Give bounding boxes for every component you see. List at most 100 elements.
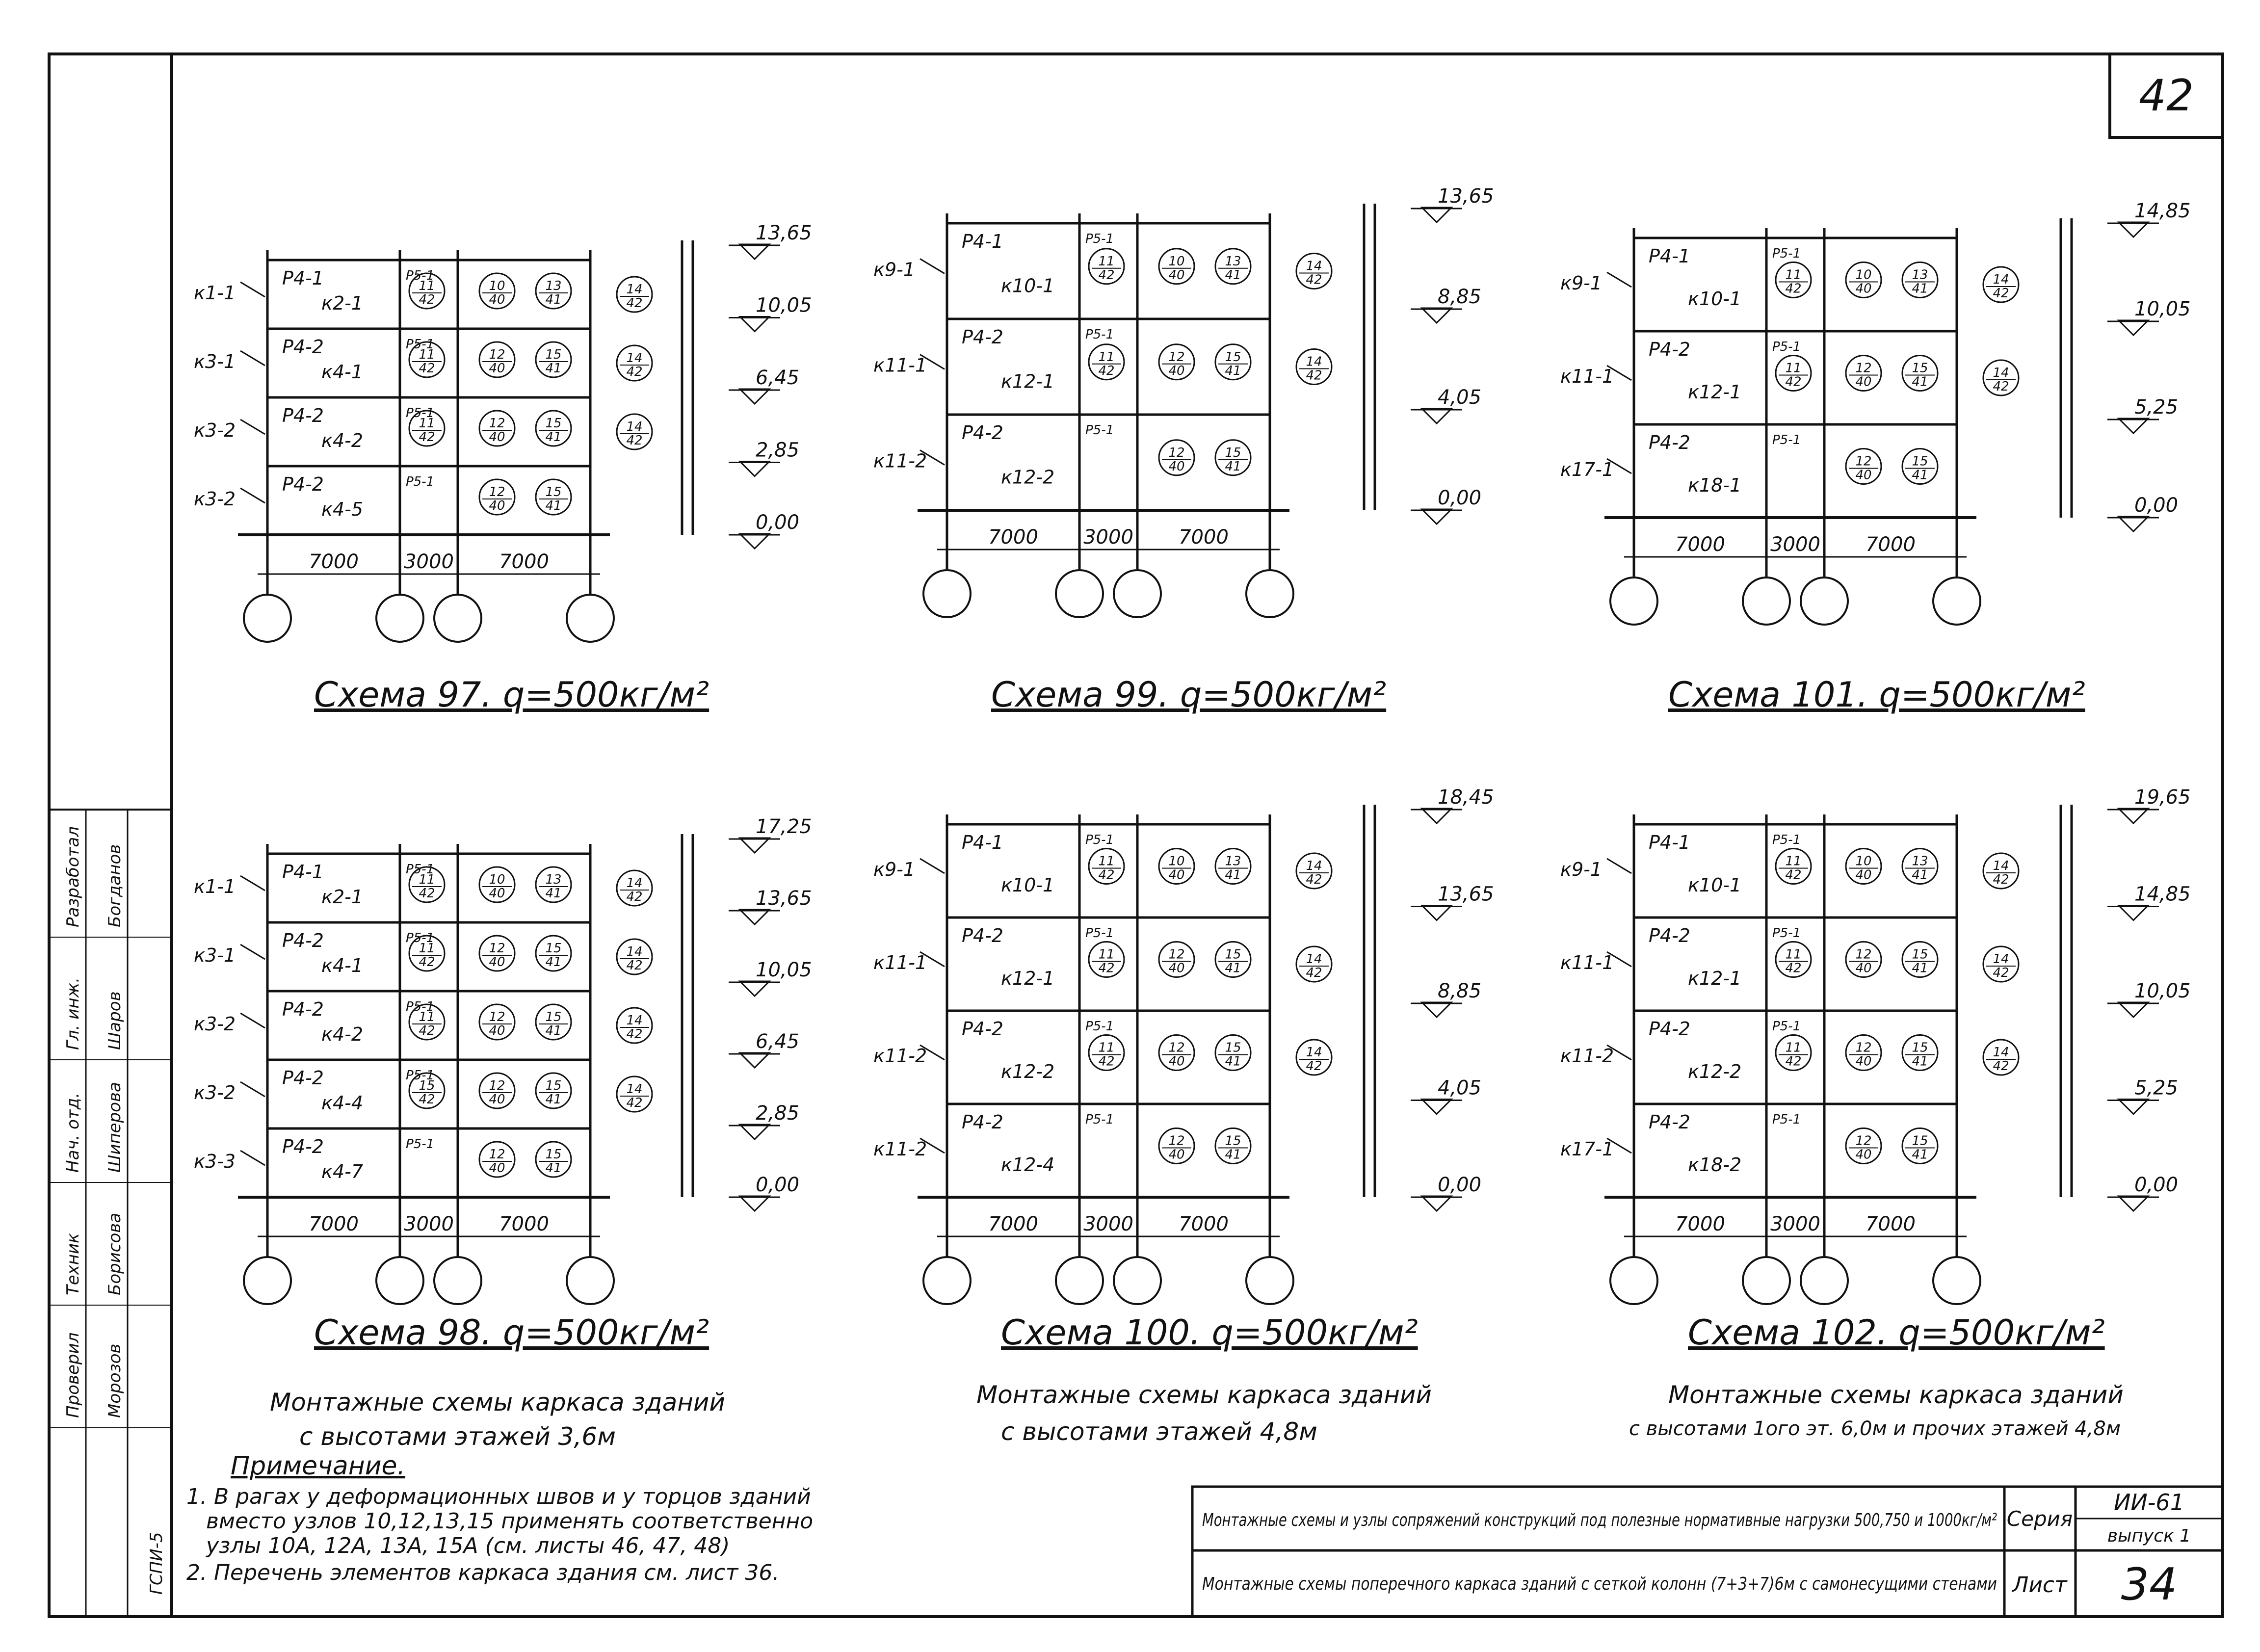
node-sheet: 42 <box>1993 379 2009 394</box>
node-number: 11 <box>1785 361 1801 376</box>
node-callout-circle <box>535 1003 572 1041</box>
column-element-mark: к12-4 <box>1001 1154 1054 1176</box>
node-number: 10 <box>489 872 505 887</box>
node-sheet: 42 <box>626 1096 642 1110</box>
node-callout-circle <box>1775 262 1812 298</box>
node-callout-circle <box>478 410 516 447</box>
crossbar-mark: Р5-1 <box>1772 1112 1801 1127</box>
node-callout-circle <box>616 938 653 975</box>
node-callout-circle <box>1295 1039 1333 1076</box>
issue-value: выпуск 1 <box>2107 1526 2191 1546</box>
beam-mark: Р4-2 <box>962 1018 1003 1040</box>
node-callout-circle <box>1158 248 1195 285</box>
node-number: 15 <box>1225 350 1241 365</box>
node-callout-circle <box>1088 1034 1125 1071</box>
scheme-1: к1-1Р4-1к2-1Р5-11142104013411442к3-1Р4-2… <box>194 222 812 715</box>
column-mark: к11-1 <box>1560 366 1614 387</box>
node-sheet: 40 <box>489 292 505 307</box>
elevation-value: 2,85 <box>756 439 799 462</box>
node-callout-circle <box>1845 941 1882 978</box>
beam-mark: Р4-2 <box>962 422 1003 444</box>
node-number: 14 <box>626 944 642 959</box>
node-sheet: 42 <box>1098 268 1114 283</box>
axis-bubble <box>375 594 424 643</box>
node-number: 15 <box>1912 1041 1928 1055</box>
sheet-value: 34 <box>2121 1559 2178 1610</box>
note-line-3: узлы 10А, 12А, 13А, 15А (см. листы 46, 4… <box>205 1533 730 1558</box>
span-dimension: 7000 <box>1179 1213 1229 1235</box>
scheme-caption: Схема 100. q=500кг/м² <box>1001 1312 1418 1353</box>
leader-line <box>920 1044 945 1061</box>
node-callout-circle <box>478 1003 516 1041</box>
stamp-name: Шиперова <box>105 1082 125 1173</box>
node-callout-circle <box>1845 262 1882 298</box>
node-sheet: 40 <box>489 430 505 445</box>
span-dimension: 3000 <box>1770 533 1820 556</box>
node-callout-circle <box>1295 945 1333 983</box>
node-sheet: 42 <box>419 955 435 970</box>
node-callout-circle <box>616 1075 653 1113</box>
node-callout-circle <box>1901 448 1939 485</box>
node-callout-circle <box>1775 848 1812 885</box>
node-callout-circle <box>1088 248 1125 285</box>
node-sheet: 40 <box>1855 961 1871 976</box>
node-callout-circle <box>1158 848 1195 885</box>
node-sheet: 42 <box>1785 961 1801 976</box>
node-sheet: 42 <box>1306 872 1322 887</box>
node-number: 12 <box>489 941 505 956</box>
node-callout-circle <box>1214 248 1252 285</box>
node-callout-circle <box>1845 848 1882 885</box>
node-number: 12 <box>489 416 505 431</box>
node-number: 15 <box>1225 947 1241 962</box>
scheme-caption: Схема 102. q=500кг/м² <box>1688 1312 2105 1353</box>
span-dimension: 7000 <box>1866 1213 1916 1235</box>
beam-mark: Р4-2 <box>962 925 1003 946</box>
node-sheet: 42 <box>1098 364 1114 378</box>
node-sheet: 42 <box>1306 966 1322 980</box>
leader-line <box>240 1150 265 1166</box>
column-element-mark: к18-1 <box>1688 474 1741 496</box>
axis-bubble <box>1113 569 1162 618</box>
elevation-marker <box>2117 1195 2150 1212</box>
series-label: Серия <box>2007 1507 2073 1531</box>
crossbar-mark: Р5-1 <box>1085 833 1114 847</box>
node-number: 11 <box>1098 1041 1114 1055</box>
node-number: 12 <box>1168 1134 1184 1149</box>
elevation-value: 0,00 <box>756 511 799 534</box>
node-callout-circle <box>1901 941 1939 978</box>
elevation-marker <box>2117 418 2150 435</box>
node-number: 11 <box>419 279 435 293</box>
node-callout-circle <box>1158 343 1195 381</box>
leader-line <box>240 350 265 367</box>
schemes-layer: к1-1Р4-1к2-1Р5-11142104013411442к3-1Р4-2… <box>194 185 2191 1353</box>
node-sheet: 41 <box>545 292 561 307</box>
node-callout-circle <box>616 344 653 382</box>
node-number: 11 <box>1098 350 1114 365</box>
node-number: 15 <box>545 416 561 431</box>
span-dimension: 3000 <box>404 551 454 573</box>
elevation-marker <box>1420 307 1453 324</box>
span-dimension: 7000 <box>309 1213 359 1235</box>
column-mark: к11-1 <box>873 952 927 973</box>
node-callout-circle <box>616 413 653 450</box>
stamp-role: Техник <box>63 1233 83 1295</box>
elevation-marker <box>1420 508 1453 525</box>
column-mark: к17-1 <box>1560 459 1614 480</box>
node-callout-circle <box>1158 1128 1195 1164</box>
axis-bubble <box>1742 577 1791 626</box>
beam-mark: Р4-1 <box>282 861 324 883</box>
elevation-marker <box>1420 207 1453 224</box>
node-callout-circle <box>1901 1034 1939 1071</box>
node-callout-circle <box>1214 848 1252 885</box>
node-sheet: 40 <box>1168 868 1184 883</box>
scheme-caption: Схема 101. q=500кг/м² <box>1668 675 2085 715</box>
elevation-value: 14,85 <box>2134 883 2191 906</box>
node-number: 14 <box>626 876 642 891</box>
elevation-marker <box>2117 319 2150 337</box>
node-callout-circle <box>478 1072 516 1109</box>
node-sheet: 42 <box>626 433 642 448</box>
axis-bubble <box>433 594 482 643</box>
column-element-mark: к4-4 <box>321 1092 363 1114</box>
node-number: 15 <box>1225 446 1241 460</box>
column-element-mark: к4-5 <box>321 498 363 520</box>
